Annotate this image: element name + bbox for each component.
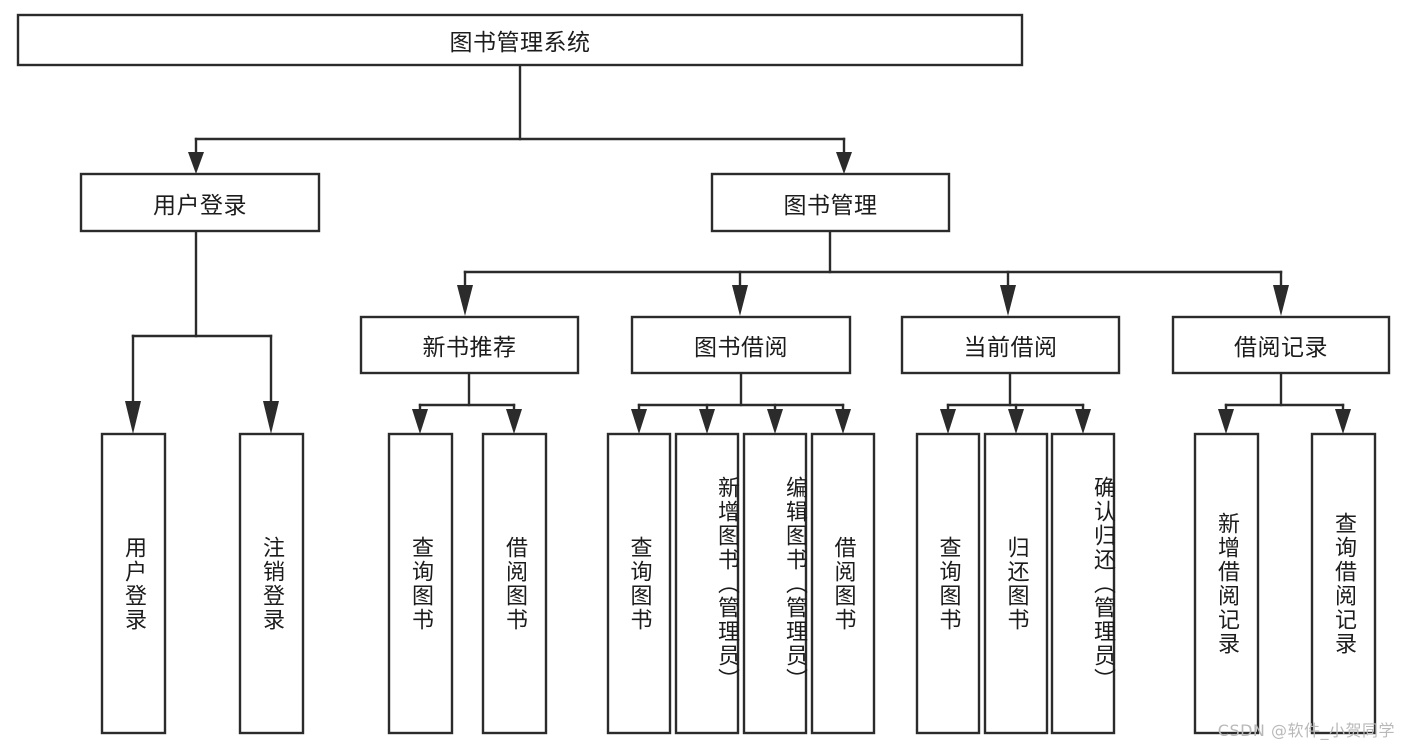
node-leaf-user-login[interactable] — [100, 432, 167, 735]
node-leaf-add-book-admin[interactable] — [674, 432, 740, 735]
arrow-to-borrow-record — [1273, 285, 1289, 316]
arrow-to-book-borrow — [732, 285, 748, 316]
arrow-to-new-book — [457, 285, 473, 316]
connector-currentborrow-to-leaves — [940, 371, 1091, 434]
connector-bookmanage-to-level3 — [457, 229, 1289, 316]
node-leaf-edit-book-admin[interactable] — [742, 432, 808, 735]
arrow-to-leaf-user-login — [125, 401, 141, 434]
arrow-to-leaf-confirm-return — [1075, 409, 1091, 434]
arrow-to-leaf-add-record — [1218, 409, 1234, 434]
connector-userlogin-to-leaves — [125, 229, 279, 434]
arrow-to-leaf-borrow-book-1 — [506, 409, 522, 434]
node-book-management[interactable] — [710, 172, 951, 233]
connector-newbook-to-leaves — [412, 371, 522, 434]
arrow-to-leaf-borrow-book-2 — [835, 409, 851, 434]
arrow-to-leaf-return-book — [1008, 409, 1024, 434]
node-leaf-borrow-book-1[interactable] — [481, 432, 548, 735]
arrow-to-leaf-add-book — [699, 409, 715, 434]
node-user-login[interactable] — [79, 172, 321, 233]
node-current-borrow[interactable] — [900, 315, 1121, 375]
arrow-to-leaf-query-book-1 — [412, 409, 428, 434]
node-leaf-return-book[interactable] — [983, 432, 1049, 735]
arrow-to-leaf-query-book-3 — [940, 409, 956, 434]
arrow-to-leaf-edit-book — [767, 409, 783, 434]
node-leaf-borrow-book-2[interactable] — [810, 432, 876, 735]
node-book-borrow[interactable] — [630, 315, 852, 375]
node-leaf-query-book-2[interactable] — [606, 432, 672, 735]
connector-borrowrecord-to-leaves — [1218, 371, 1351, 434]
node-leaf-query-book-3[interactable] — [915, 432, 981, 735]
node-root-book-management-system[interactable] — [16, 13, 1024, 67]
arrow-to-leaf-query-book-2 — [631, 409, 647, 434]
arrow-to-book-manage — [836, 152, 852, 174]
arrow-to-user-login — [188, 152, 204, 174]
arrow-to-leaf-query-record — [1335, 409, 1351, 434]
arrow-to-leaf-logout — [263, 401, 279, 434]
node-leaf-query-borrow-record[interactable] — [1310, 432, 1377, 735]
connector-bookborrow-to-leaves — [631, 371, 851, 434]
node-leaf-query-book-1[interactable] — [387, 432, 454, 735]
node-leaf-confirm-return-admin[interactable] — [1050, 432, 1116, 735]
arrow-to-current-borrow — [1000, 285, 1016, 316]
node-borrow-record[interactable] — [1171, 315, 1391, 375]
node-new-book-recommend[interactable] — [359, 315, 580, 375]
node-leaf-logout[interactable] — [238, 432, 305, 735]
connector-root-to-level2 — [188, 63, 852, 174]
node-leaf-add-borrow-record[interactable] — [1193, 432, 1260, 735]
